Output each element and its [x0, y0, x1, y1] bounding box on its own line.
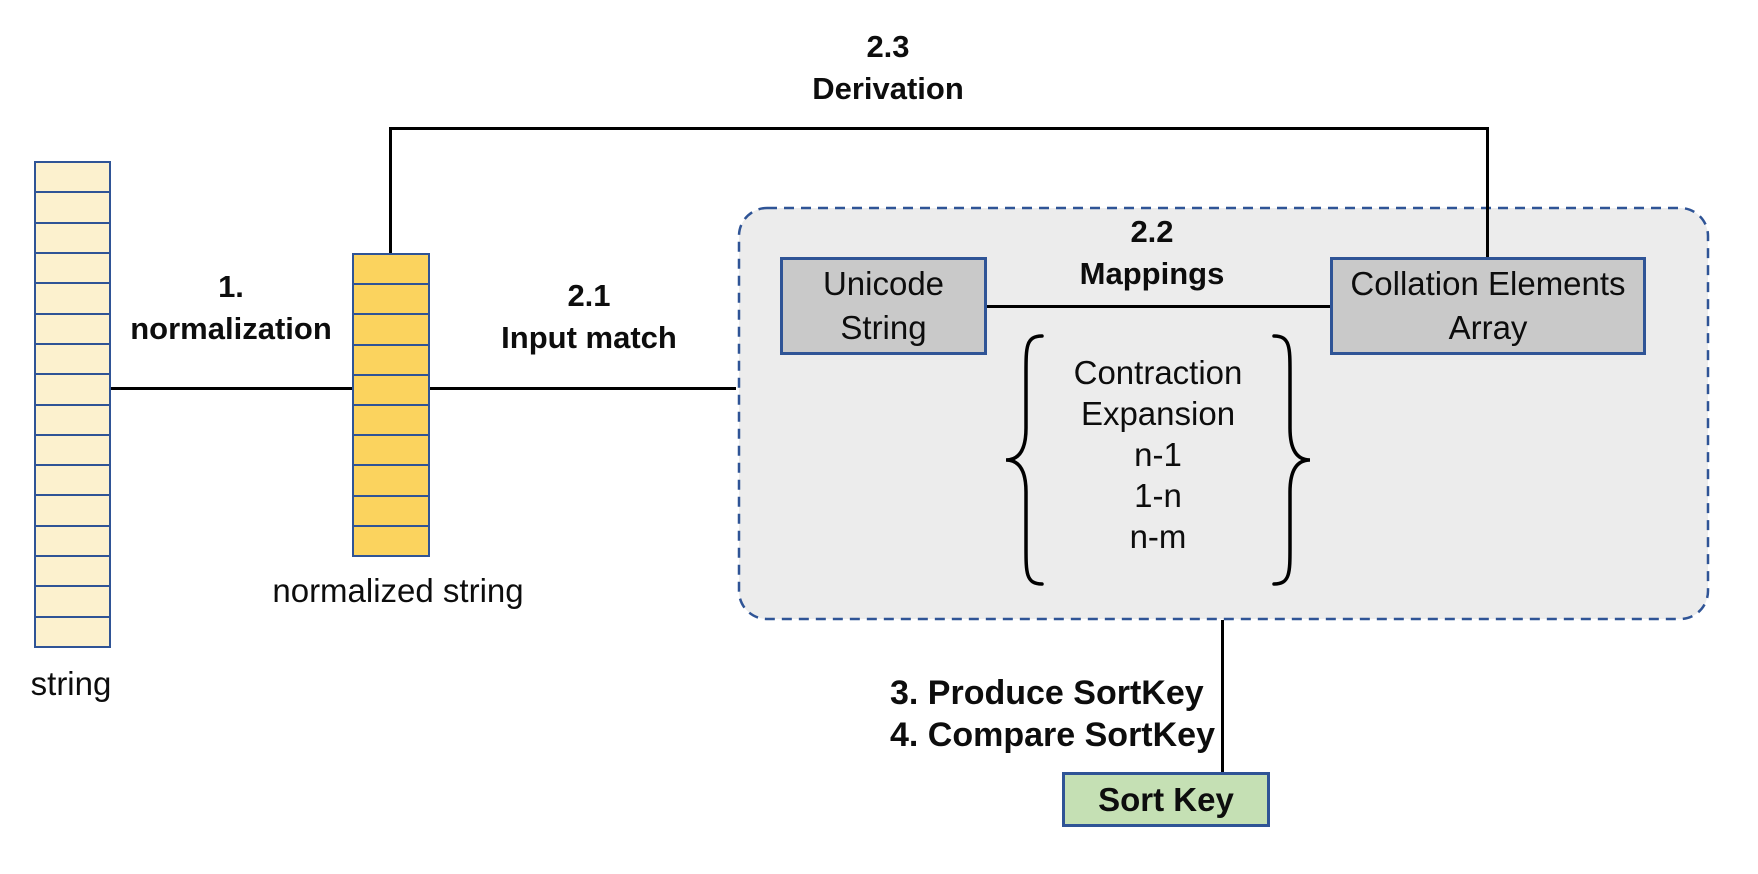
unicode-string-box: Unicode String [780, 257, 987, 355]
stack-cell [36, 254, 109, 285]
stack-cell [36, 618, 109, 646]
step-name: Input match [501, 320, 677, 355]
step-label-mappings: 2.2 Mappings [1080, 211, 1225, 295]
collation-elements-line1: Collation Elements [1350, 265, 1626, 302]
sort-key-box: Sort Key [1062, 772, 1270, 827]
stack-cell [354, 255, 428, 286]
step-name: Mappings [1079, 256, 1225, 291]
step-produce-sortkey: 3. Produce SortKey [890, 674, 1204, 712]
unicode-string-line2: String [840, 309, 927, 346]
step-name: normalization [130, 311, 332, 346]
stack-cell [36, 163, 109, 194]
stack-cell [36, 315, 109, 345]
step-compare-sortkey: 4. Compare SortKey [890, 716, 1215, 754]
step-label-derivation: 2.3 Derivation [812, 26, 964, 110]
mapping-type: Expansion [1080, 395, 1236, 432]
stack-cell [36, 527, 109, 558]
sort-key-label: Sort Key [1098, 781, 1234, 818]
connector-sortkey [1221, 620, 1224, 773]
stack-cell [354, 466, 428, 497]
step-label-normalization: 1. normalization [130, 266, 332, 350]
step-number: 2.2 [1130, 214, 1174, 249]
mapping-type: n-1 [1134, 436, 1182, 473]
stack-cell [354, 285, 428, 316]
stack-cell [36, 193, 109, 224]
stack-cell [36, 406, 109, 436]
normalized-string-label: normalized string [272, 572, 524, 609]
stack-cell [354, 315, 428, 346]
connector-derivation-right-drop [1486, 127, 1489, 259]
left-brace-icon [1005, 334, 1044, 586]
connector-derivation-left-drop [389, 127, 392, 255]
stack-cell [36, 466, 109, 497]
step-number: 1. [218, 269, 244, 304]
stack-cell [36, 375, 109, 406]
step-number: 2.3 [866, 29, 910, 64]
right-brace-icon [1272, 334, 1311, 586]
stack-cell [36, 224, 109, 254]
stack-cell [354, 346, 428, 376]
stack-cell [36, 587, 109, 618]
stack-cell [36, 284, 109, 315]
connector-input-match [430, 387, 736, 390]
mapping-types-list: Contraction Expansion n-1 1-n n-m [1074, 352, 1243, 557]
stack-cell [354, 376, 428, 407]
mapping-type: Contraction [1073, 354, 1243, 391]
stack-cell [354, 527, 428, 555]
normalized-string-stack [352, 253, 430, 557]
stack-cell [354, 406, 428, 437]
connector-normalization [111, 387, 352, 390]
connector-derivation-horizontal [389, 127, 1489, 130]
stack-cell [36, 496, 109, 527]
mapping-type: 1-n [1134, 477, 1182, 514]
connector-mappings [987, 305, 1330, 308]
stack-cell [36, 557, 109, 588]
stack-cell [354, 497, 428, 527]
step-label-sortkeys: 3. Produce SortKey 4. Compare SortKey [890, 672, 1215, 756]
string-stack-label: string [30, 665, 112, 702]
stack-cell [36, 436, 109, 467]
mapping-type: n-m [1129, 518, 1187, 555]
step-label-input-match: 2.1 Input match [501, 275, 677, 359]
step-name: Derivation [812, 71, 964, 106]
stack-cell [36, 345, 109, 376]
string-stack [34, 161, 111, 648]
collation-elements-line2: Array [1448, 309, 1528, 346]
step-number: 2.1 [567, 278, 611, 313]
unicode-string-line1: Unicode [822, 265, 945, 302]
collation-elements-array-box: Collation Elements Array [1330, 257, 1646, 355]
stack-cell [354, 436, 428, 467]
